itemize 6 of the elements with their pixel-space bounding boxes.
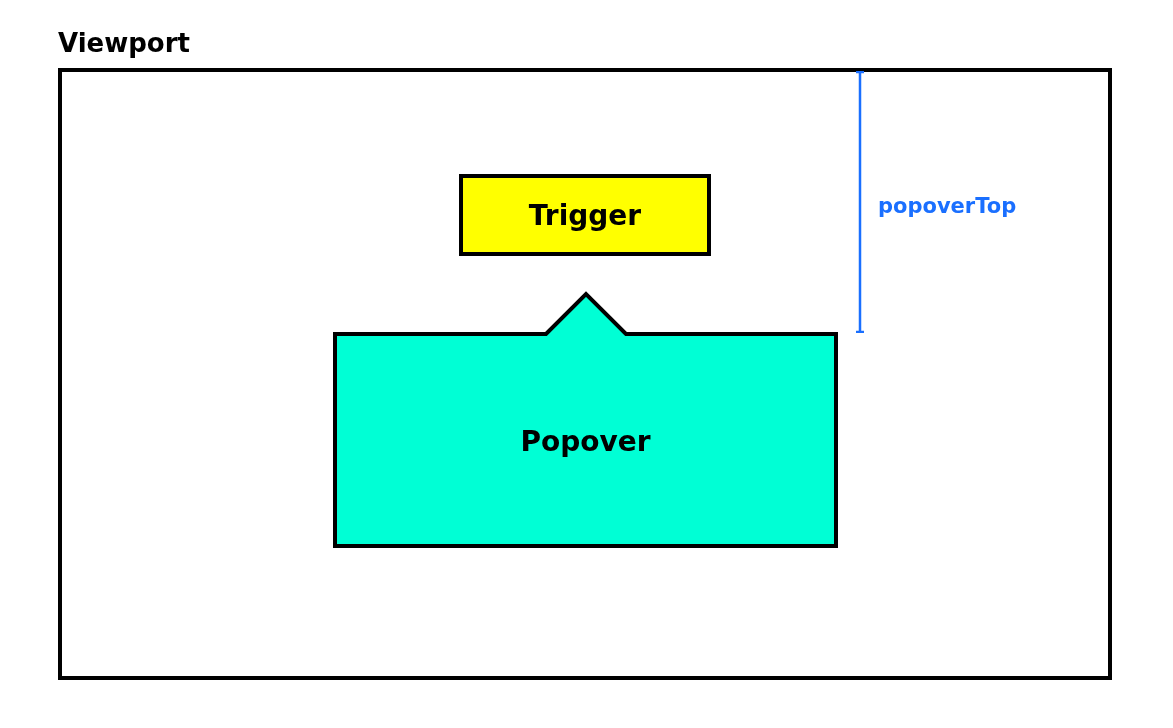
trigger-box: [459, 174, 711, 256]
box-label: Trigger: [528, 198, 642, 232]
dimension-label: popoverTop: [878, 194, 1017, 218]
box-label: Popover: [520, 424, 651, 458]
frame-heading: Viewport: [58, 28, 190, 58]
popover-box: [333, 290, 838, 548]
